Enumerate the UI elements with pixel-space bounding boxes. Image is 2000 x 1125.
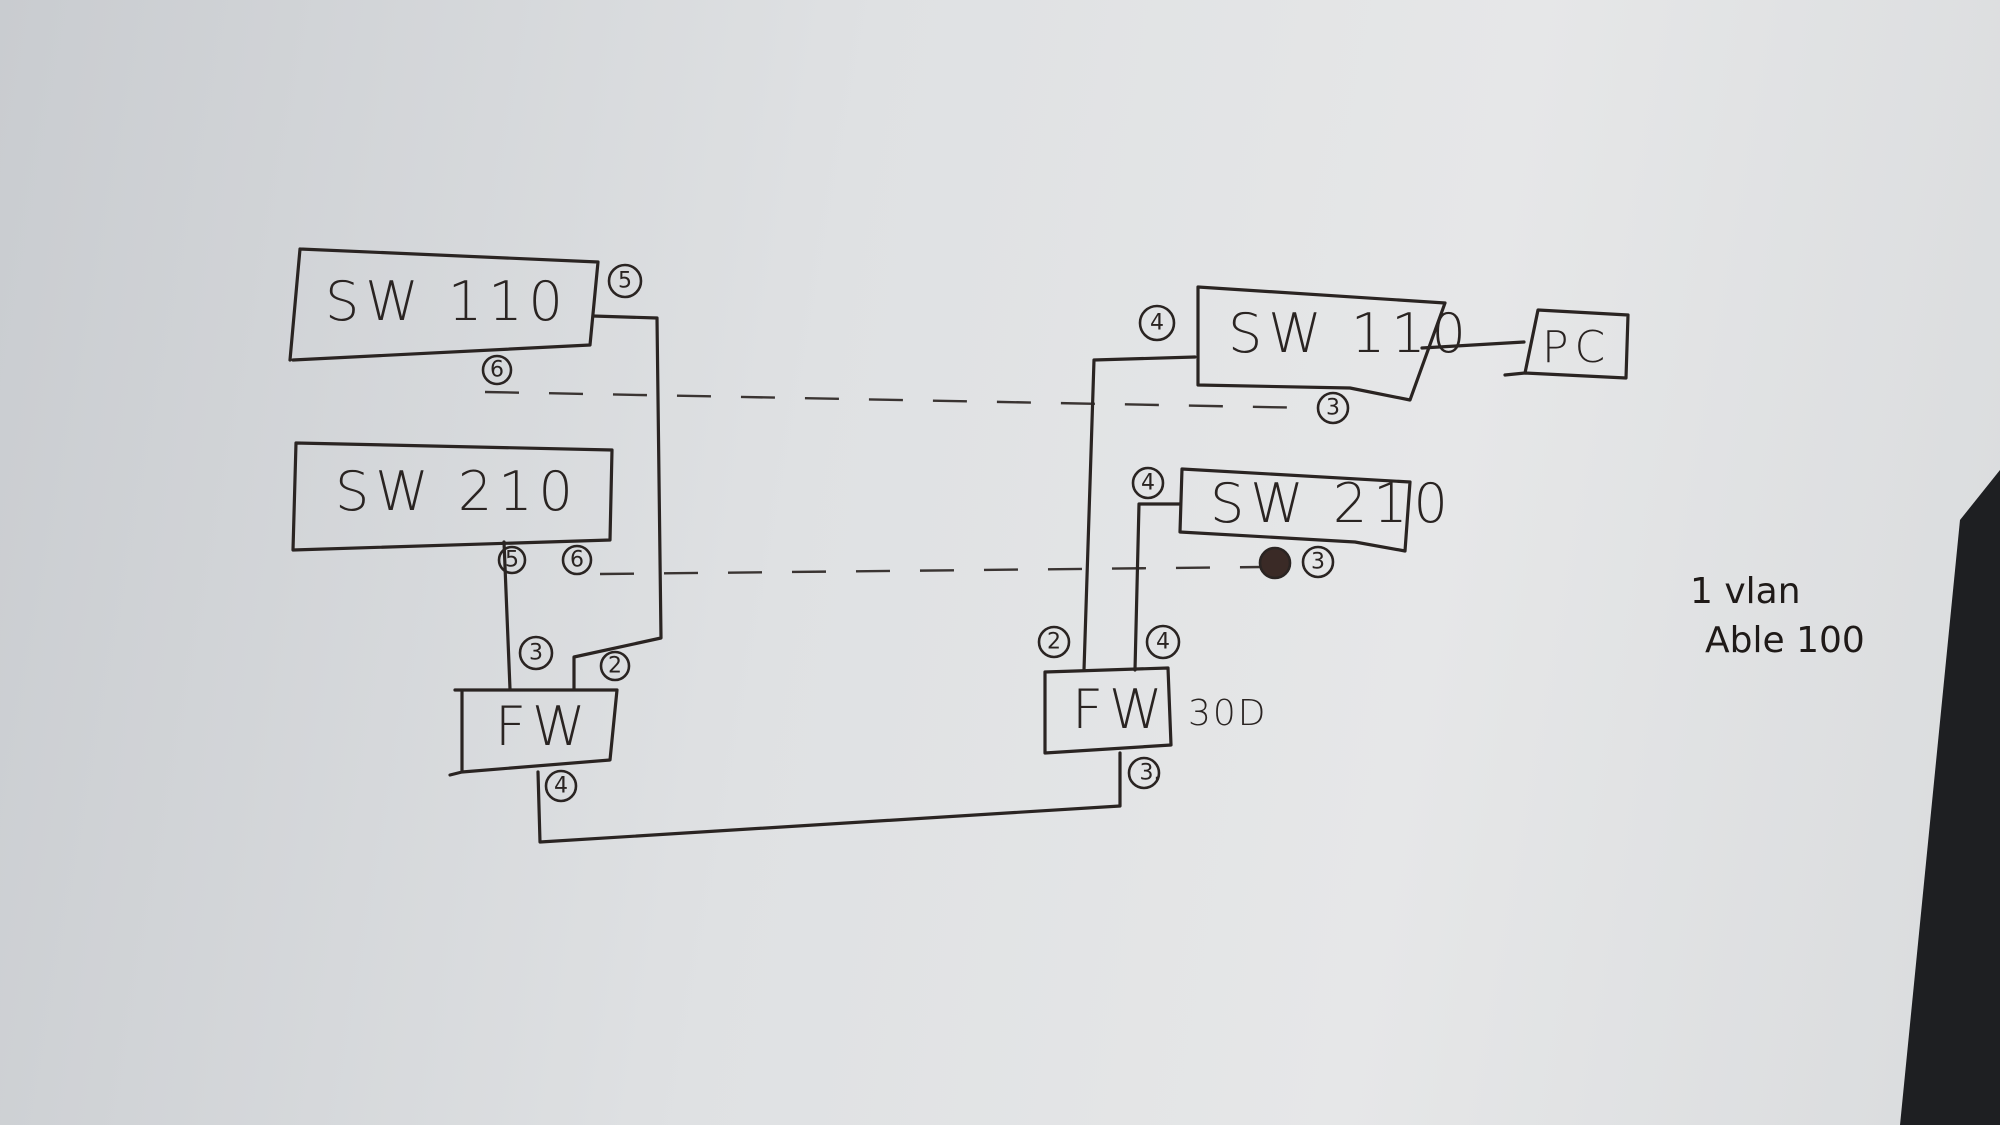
left-sw210-label: SW 210 <box>335 460 579 523</box>
right-firewall-box <box>1043 666 1173 755</box>
right-firewall-node: FW 30D <box>1043 666 1268 755</box>
left-sw110-box <box>288 247 600 362</box>
port-badge: 6 <box>481 354 513 386</box>
right-firewall-label: FW <box>1072 678 1168 741</box>
svg-text:3: 3 <box>529 641 543 666</box>
svg-text:2: 2 <box>608 654 622 679</box>
port-badge: 3. <box>1127 756 1161 790</box>
svg-text:4: 4 <box>1156 630 1170 655</box>
left-firewall-node: FW <box>448 688 619 777</box>
port-badge: 3 <box>1301 545 1335 579</box>
port-badge: 5 <box>497 545 527 575</box>
left-sw210-box <box>291 441 614 552</box>
right-sw110-node: SW 110 <box>1196 285 1472 402</box>
left-sw110-label: SW 110 <box>325 270 569 333</box>
desk-edge <box>1900 470 2000 1125</box>
port-badge: 5 <box>607 263 643 299</box>
right-sw110-box <box>1196 285 1447 402</box>
svg-text:4: 4 <box>554 774 568 799</box>
dashed-link-sw210 <box>599 565 1264 576</box>
svg-text:3: 3 <box>1311 550 1325 575</box>
svg-text:3.: 3. <box>1140 761 1161 786</box>
port-badge: 4 <box>544 769 578 803</box>
link-left-sw110-fw <box>572 314 663 691</box>
link-fw-to-fw <box>536 751 1122 844</box>
pc-box <box>1503 308 1630 380</box>
right-sw110-label: SW 110 <box>1228 302 1472 365</box>
port-badge: 3 <box>1316 391 1350 425</box>
svg-text:5: 5 <box>505 548 519 573</box>
port-badge: 4 <box>1145 624 1181 660</box>
link-right-sw110-fw <box>1082 355 1197 672</box>
dashed-link-sw110 <box>484 390 1315 410</box>
right-firewall-model: 30D <box>1188 693 1268 734</box>
link-sw110-pc <box>1420 340 1526 350</box>
svg-text:3: 3 <box>1326 396 1340 421</box>
svg-text:2: 2 <box>1047 630 1061 655</box>
port-badge: 4 <box>1131 466 1165 500</box>
svg-text:4: 4 <box>1150 311 1164 336</box>
port-badge: 6 <box>561 544 593 576</box>
note-line1: 1 vlan <box>1690 571 1801 612</box>
right-sw210-box <box>1178 467 1412 553</box>
port-badge: 4 <box>1138 304 1176 342</box>
port-badge <box>1258 546 1292 580</box>
left-sw210-node: SW 210 <box>291 441 614 552</box>
port-badge: 3 <box>518 635 554 671</box>
note-line2: Able 100 <box>1705 620 1865 661</box>
left-sw110-node: SW 110 <box>288 247 600 362</box>
link-right-sw210-fw <box>1133 502 1182 672</box>
svg-text:6: 6 <box>570 548 584 573</box>
pc-node: PC <box>1503 308 1630 380</box>
svg-text:4: 4 <box>1141 471 1155 496</box>
left-firewall-box <box>448 688 619 777</box>
link-left-sw210-fw <box>502 540 512 691</box>
left-firewall-label: FW <box>495 695 591 758</box>
right-sw210-node: SW 210 <box>1178 467 1454 553</box>
pc-label: PC <box>1542 322 1611 373</box>
svg-text:6: 6 <box>490 358 504 383</box>
port-badge: 2 <box>1037 625 1071 659</box>
port-badge: 2 <box>599 650 631 682</box>
svg-text:5: 5 <box>618 269 632 294</box>
right-sw210-label: SW 210 <box>1210 472 1454 535</box>
